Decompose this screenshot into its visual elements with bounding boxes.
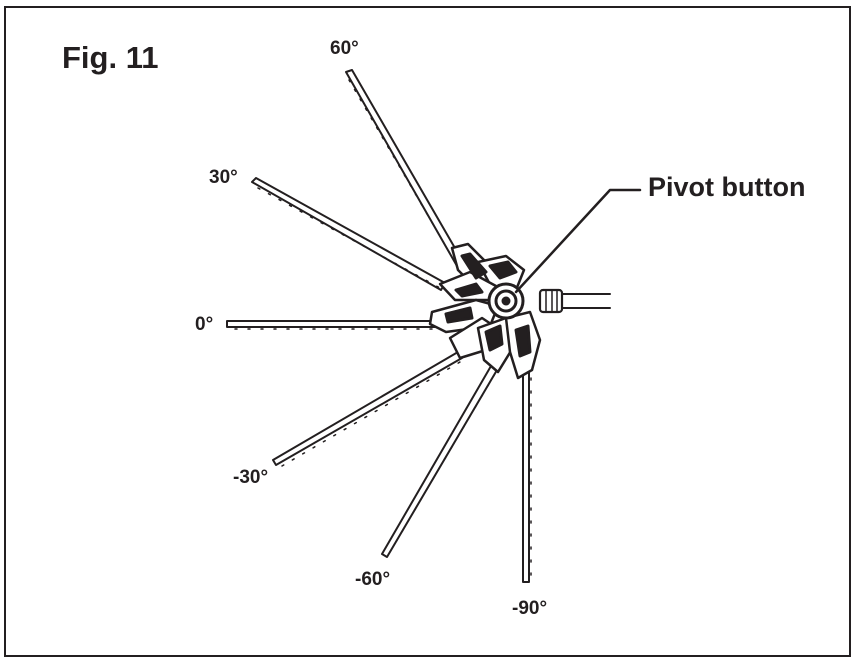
angle-label-minus-60: -60° bbox=[355, 569, 391, 590]
angle-label-minus-90: -90° bbox=[512, 598, 548, 619]
blade-0 bbox=[226, 320, 438, 330]
angle-label-30: 30° bbox=[209, 167, 238, 188]
angle-label-minus-30: -30° bbox=[233, 467, 269, 488]
gear-housing-details bbox=[444, 252, 532, 358]
blade-minus-90 bbox=[522, 369, 532, 583]
figure-title: Fig. 11 bbox=[62, 40, 159, 75]
angle-label-60: 60° bbox=[330, 38, 359, 59]
angle-label-0: 0° bbox=[195, 314, 214, 335]
blade-minus-30 bbox=[272, 351, 463, 467]
shaft bbox=[538, 288, 611, 314]
pivot-button-callout-label: Pivot button bbox=[648, 172, 806, 202]
blade-60 bbox=[345, 69, 464, 267]
pivot-button-leader-line bbox=[514, 188, 642, 294]
figure-frame bbox=[4, 6, 851, 657]
pivot-hub bbox=[487, 282, 525, 320]
